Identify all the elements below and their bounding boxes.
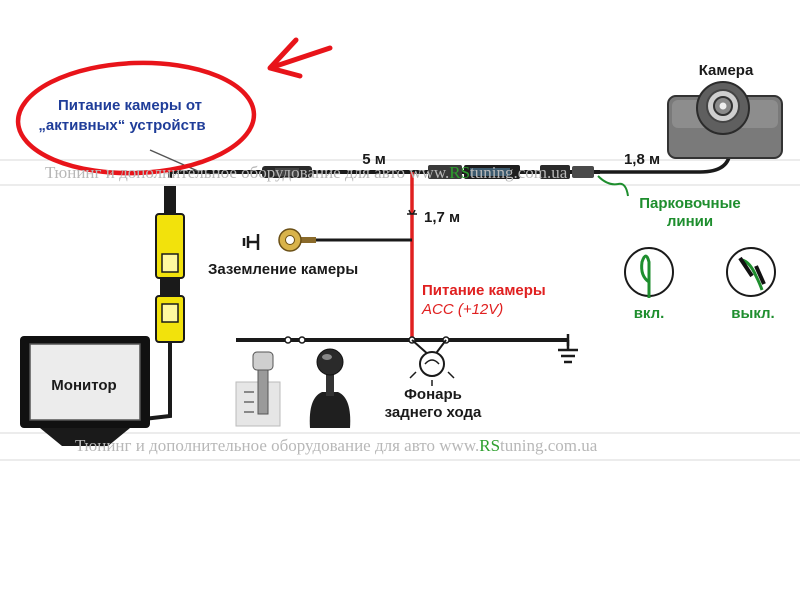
- cable-connector-cluster: [428, 165, 594, 179]
- rca-connector-icon: [155, 186, 185, 343]
- cable-1-7m-label: 1,7 м: [424, 209, 460, 226]
- watermark-top: Тюнинг и дополнительное оборудование для…: [45, 163, 568, 182]
- loop-cut-label: выкл.: [731, 305, 774, 322]
- loop-cut-icon: [726, 247, 776, 297]
- lamp-icon: [409, 339, 455, 386]
- cable-connector-left: [262, 166, 312, 178]
- active-power-label-2: „активных“ устройств: [38, 117, 205, 134]
- parking-lines-label-1: Парковочные: [639, 195, 741, 212]
- reverse-lamp-label-1: Фонарь: [404, 386, 462, 403]
- camera-label: Камера: [699, 62, 754, 79]
- watermark-bottom: Тюнинг и дополнительное оборудование для…: [75, 436, 598, 455]
- red-arrow-icon: [267, 37, 333, 79]
- power-label: Питание камеры: [422, 282, 546, 299]
- gear-shift-manual-icon: [235, 351, 281, 427]
- ground-label: Заземление камеры: [208, 261, 358, 278]
- monitor-label: Монитор: [51, 377, 116, 394]
- parking-lines-wire: [597, 175, 629, 197]
- cable-1-8m-label: 1,8 м: [624, 151, 660, 168]
- camera-icon: [667, 81, 783, 159]
- active-power-label-1: Питание камеры от: [58, 97, 202, 114]
- loop-on-icon: [624, 247, 674, 298]
- ground-symbol-icon: [242, 234, 260, 250]
- junction-dot: [298, 336, 306, 344]
- ring-terminal-icon: [278, 228, 316, 252]
- junction-dot: [284, 336, 292, 344]
- cable-5m-label: 5 м: [362, 151, 386, 168]
- annotation-leader: [149, 149, 201, 173]
- monitor-icon: [20, 336, 150, 446]
- break-mark-icon: [407, 209, 417, 215]
- reverse-lamp-label-2: заднего хода: [385, 404, 482, 421]
- parking-lines-label-2: линии: [667, 213, 713, 230]
- gear-shift-auto-icon: [309, 348, 351, 428]
- ground-symbol-right-icon: [558, 334, 578, 364]
- power-sub-label: ACC (+12V): [421, 301, 503, 318]
- loop-on-label: вкл.: [634, 305, 665, 322]
- highlight-circle: [15, 60, 257, 176]
